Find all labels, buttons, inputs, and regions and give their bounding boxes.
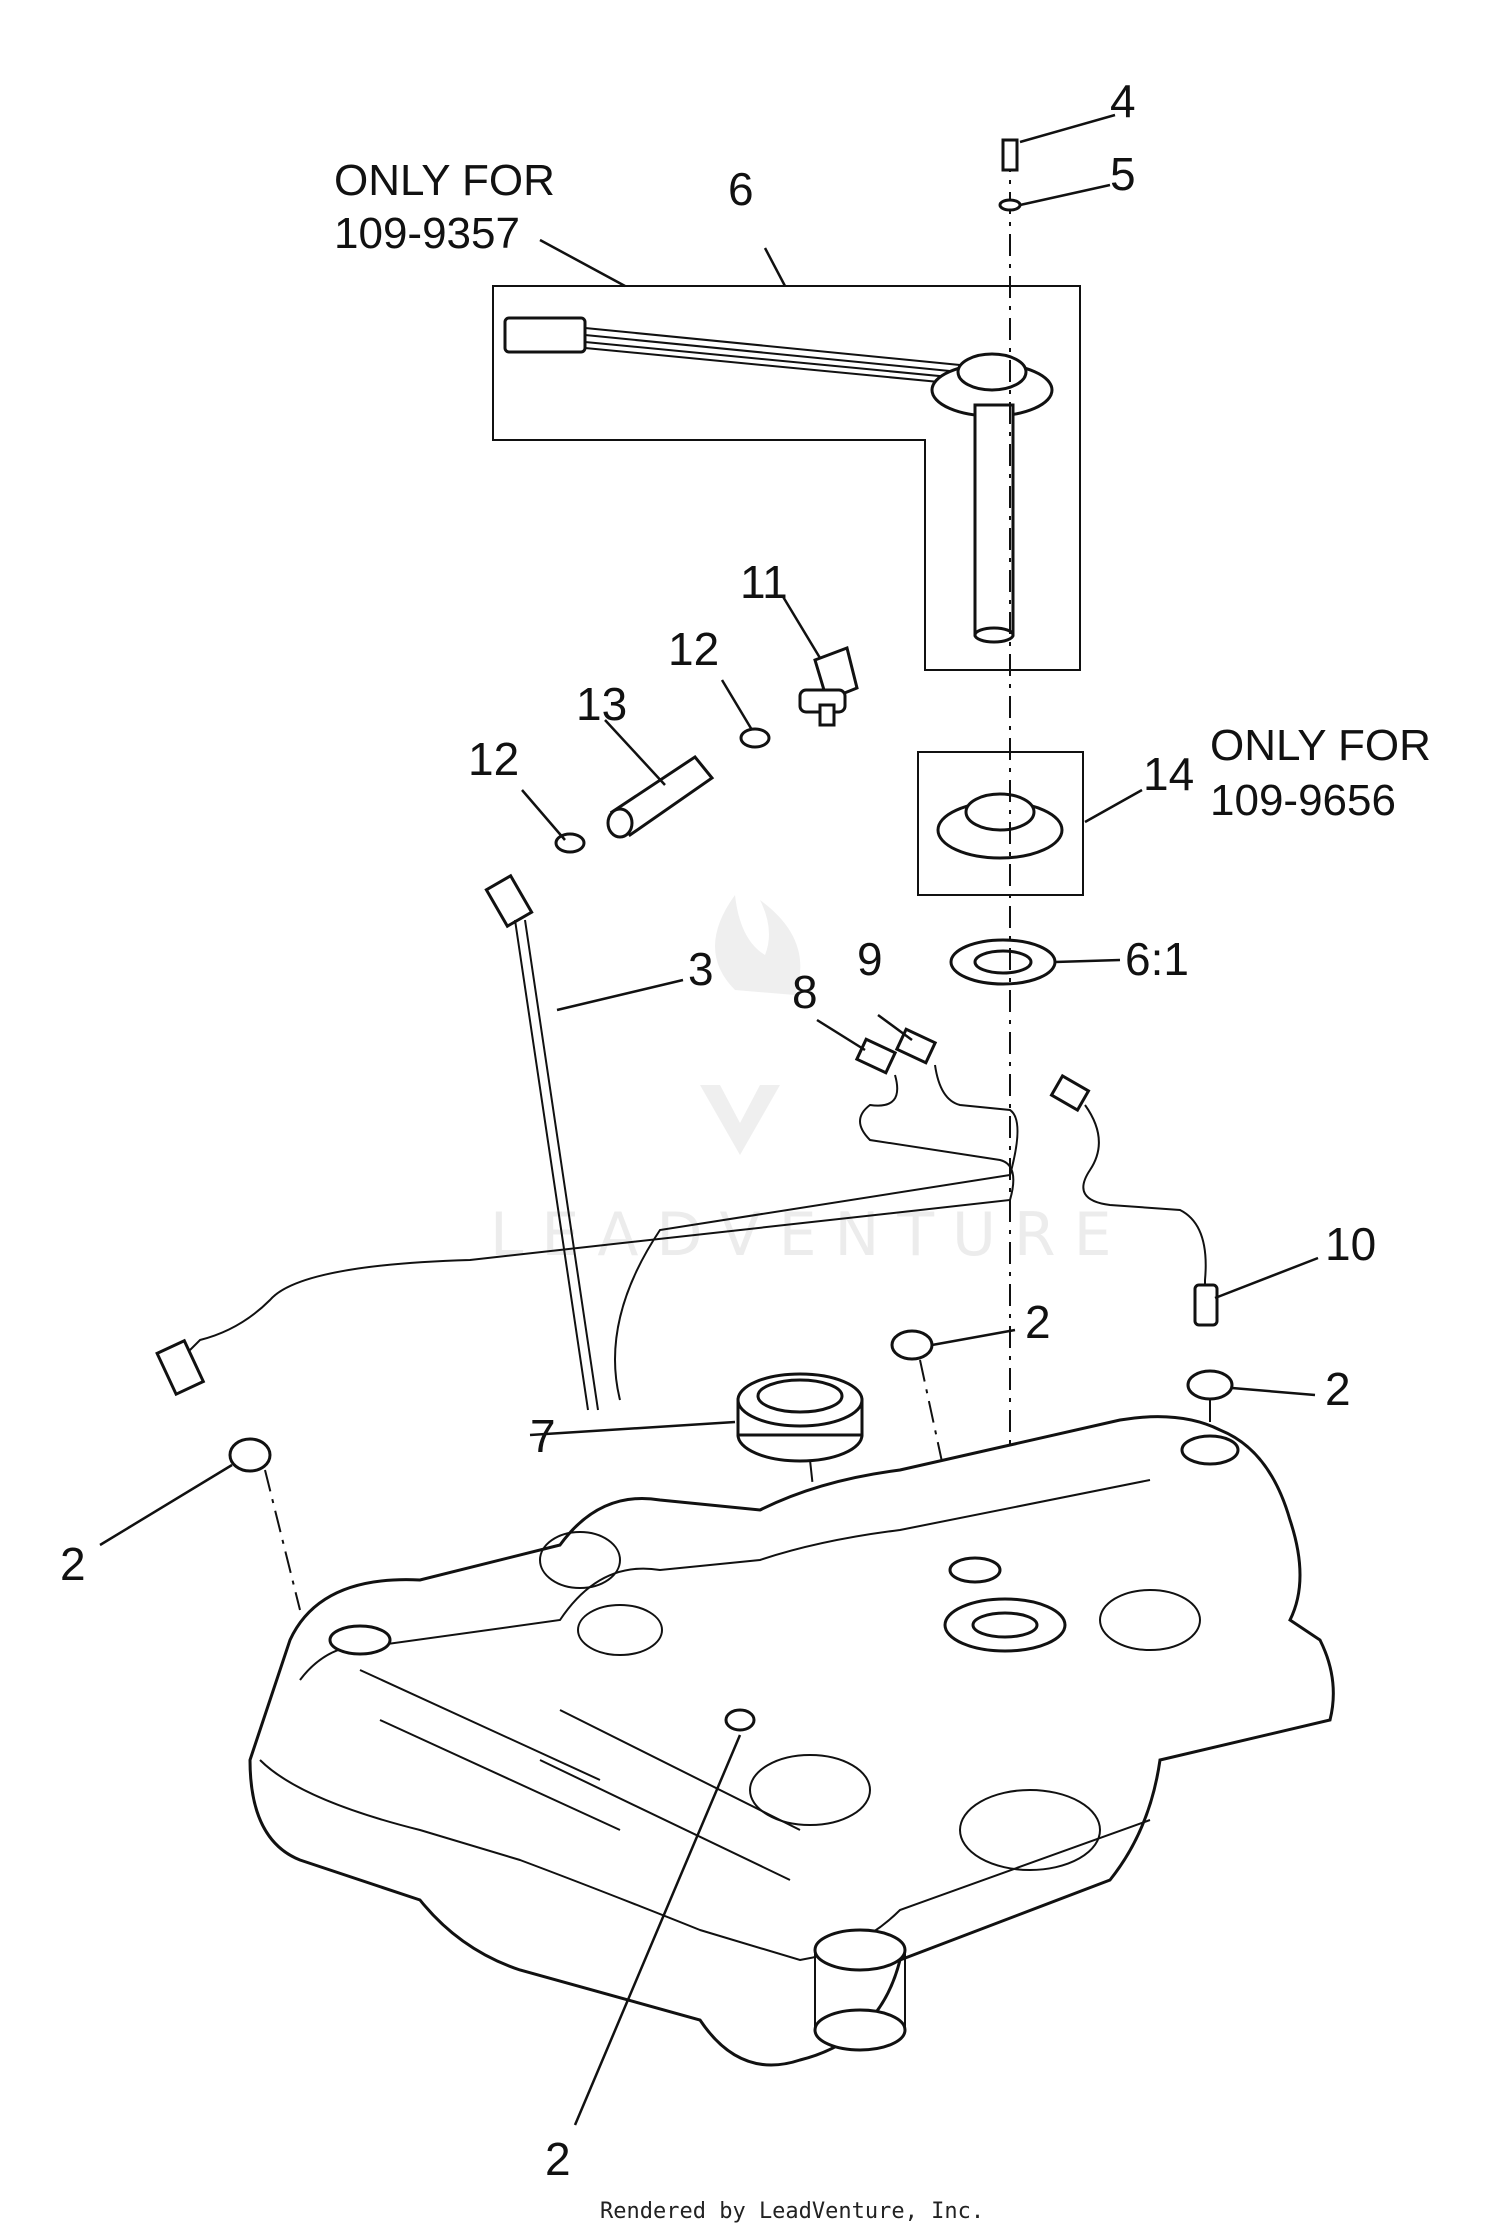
callout-6: 6 (728, 163, 754, 215)
filler-neck (813, 1928, 907, 1972)
washer-5 (998, 198, 1022, 212)
callout-13: 13 (576, 678, 627, 730)
footer-credit: Rendered by LeadVenture, Inc. (600, 2199, 984, 2224)
gasket-6-1 (949, 938, 1057, 986)
callout-2-center: 2 (1025, 1296, 1051, 1348)
callout-12-upper: 12 (668, 623, 719, 675)
callout-3: 3 (688, 943, 714, 995)
callout-numbers: 4 5 6 11 12 13 12 14 6:1 3 8 9 10 2 2 7 … (60, 75, 1376, 2185)
sender-connector (503, 316, 587, 354)
callout-5: 5 (1110, 148, 1136, 200)
note-b-line1: ONLY FOR (1210, 721, 1431, 770)
note-a-line1: ONLY FOR (334, 156, 555, 205)
watermark-text: LEADVENTURE (490, 1200, 1130, 1270)
callout-9: 9 (857, 933, 883, 985)
callout-14: 14 (1143, 748, 1194, 800)
callout-7: 7 (530, 1410, 556, 1462)
fuel-tank (248, 1415, 1335, 2067)
callout-2-right: 2 (1325, 1363, 1351, 1415)
callout-4: 4 (1110, 75, 1136, 127)
screw-4 (1001, 138, 1019, 172)
sender-box-14 (917, 751, 1084, 896)
grommet-2-left (228, 1437, 301, 1611)
note-b-line2: 109-9656 (1210, 776, 1396, 825)
callout-12-lower: 12 (468, 733, 519, 785)
hose-13 (606, 754, 715, 839)
callout-8: 8 (792, 966, 818, 1018)
watermark-flame-logo (715, 895, 801, 995)
callout-2-left: 2 (60, 1538, 86, 1590)
callout-6-1: 6:1 (1125, 933, 1189, 985)
note-a-line2: 109-9357 (334, 209, 520, 258)
callout-2-lower: 2 (545, 2133, 571, 2185)
clamp-12a (739, 727, 771, 749)
fuel-cap-7 (736, 1372, 864, 1921)
fuel-line-3 (484, 873, 599, 1411)
fuel-line-10 (1049, 1073, 1219, 1327)
watermark-v-logo (700, 1085, 780, 1155)
sender-box-6 (492, 285, 1081, 671)
notes: ONLY FOR 109-9357 ONLY FOR 109-9656 (334, 156, 1431, 825)
watermark: LEADVENTURE (490, 895, 1130, 1270)
fuel-line-8-9 (155, 1027, 1019, 1401)
leader-lines (99, 113, 1319, 2126)
grommet-2-right (1186, 1369, 1234, 1440)
vent-valve-11 (798, 646, 859, 727)
callout-11: 11 (740, 556, 788, 608)
callout-10: 10 (1325, 1218, 1376, 1270)
sender-tube (973, 403, 1015, 637)
clamp-12b (554, 832, 586, 854)
